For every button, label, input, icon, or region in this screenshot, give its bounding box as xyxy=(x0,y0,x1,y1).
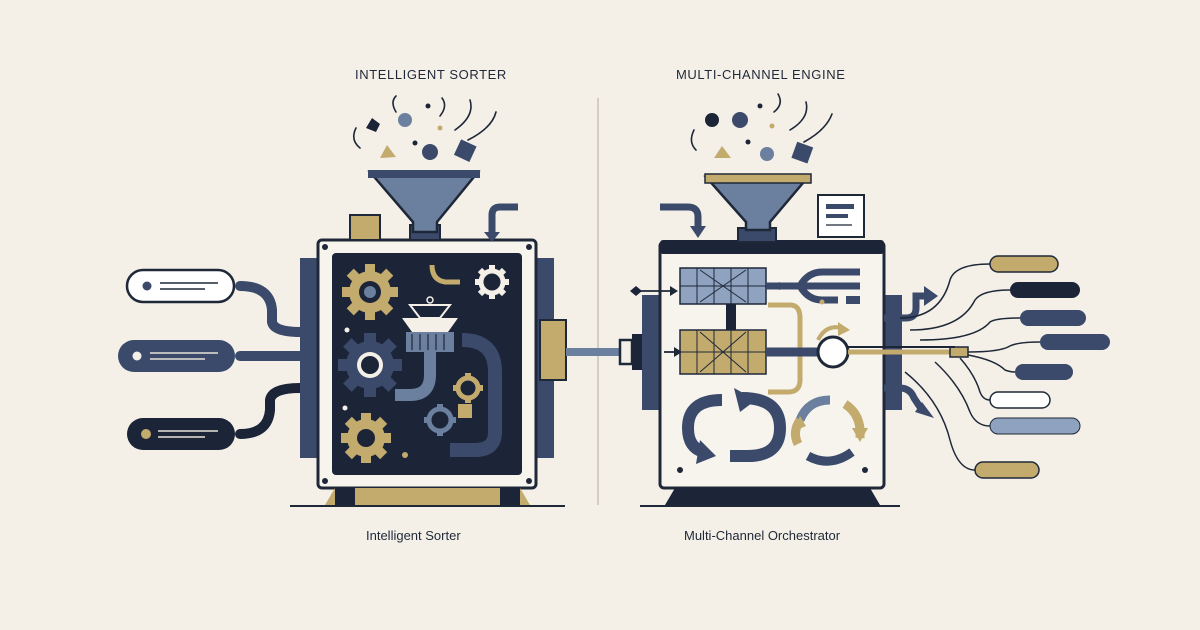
connecting-shaft xyxy=(566,334,644,370)
input-particles xyxy=(352,95,497,162)
output-tag-slate-1 xyxy=(1020,310,1086,326)
output-tag-white xyxy=(989,391,1051,409)
input-tag-slate xyxy=(118,340,235,372)
left-panel-title: INTELLIGENT SORTER xyxy=(355,67,507,82)
left-panel-caption: Intelligent Sorter xyxy=(366,528,461,543)
output-tag-gold-1 xyxy=(989,255,1059,273)
sorter-funnel xyxy=(367,170,481,234)
output-tags xyxy=(974,255,1110,479)
gear-assembly xyxy=(338,264,509,463)
left-input-tags xyxy=(118,268,236,450)
input-tag-navy xyxy=(127,418,235,450)
fan-out-lines xyxy=(899,263,1041,471)
right-panel-title: MULTI-CHANNEL ENGINE xyxy=(676,67,846,82)
right-panel-caption: Multi-Channel Orchestrator xyxy=(684,528,841,543)
output-tag-navy-1 xyxy=(1010,282,1080,298)
output-tag-gold-2 xyxy=(974,461,1040,479)
input-tag-white xyxy=(125,268,236,304)
routing-hub xyxy=(766,322,969,369)
output-tag-slate-2 xyxy=(1040,334,1110,350)
orchestrator-funnel xyxy=(703,173,812,232)
cycle-arrows xyxy=(681,388,868,466)
output-tag-steel xyxy=(989,417,1081,435)
document-icon xyxy=(817,194,865,238)
output-tag-slate-3 xyxy=(1015,364,1073,380)
left-input-pipes xyxy=(235,281,305,439)
orchestrator-particles xyxy=(690,93,833,164)
inner-sorter xyxy=(342,264,502,458)
branch-outputs xyxy=(766,268,860,305)
